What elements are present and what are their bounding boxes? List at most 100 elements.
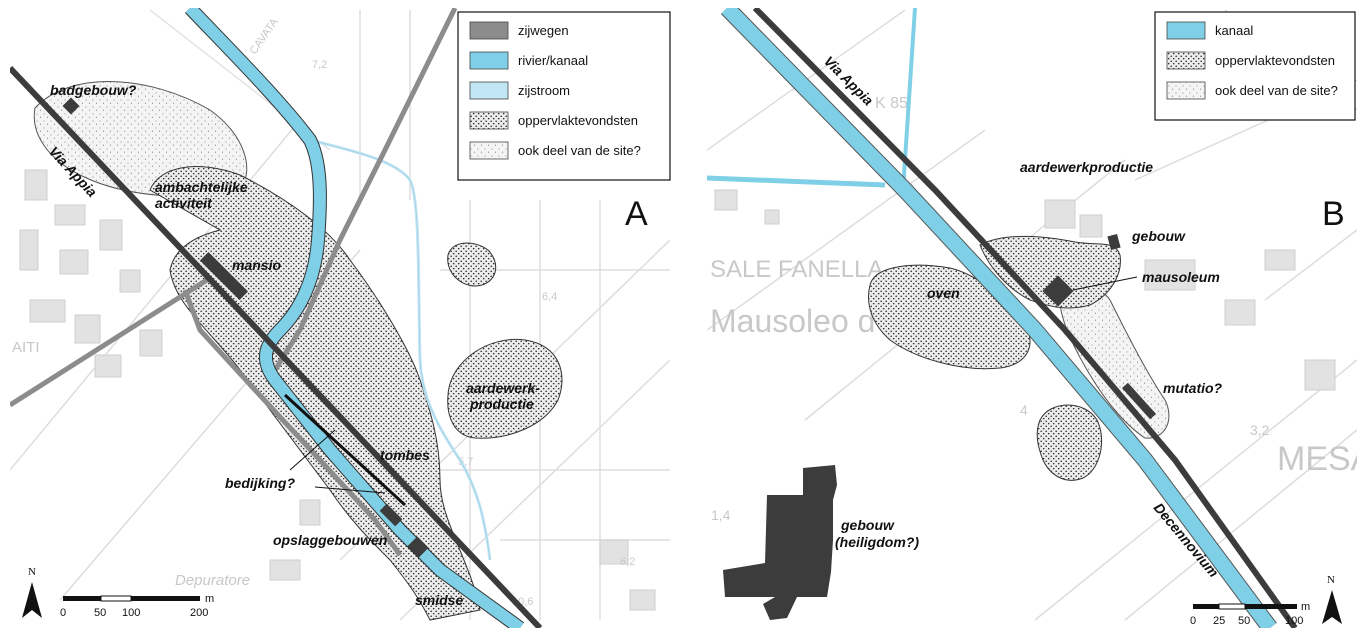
via-appia-road [10,65,543,628]
label-ambachtelijke: ambachtelijke [155,179,248,195]
label-mansio: mansio [232,257,281,273]
scale-tick-0: 0 [60,607,66,619]
legend-a: zijwegen rivier/kanaal zijstroom oppervlakt… [457,11,671,181]
cavata-label: CAVATA [248,16,282,57]
side-road-2 [10,275,212,408]
north-label-b: N [1327,574,1335,586]
side-road-3 [182,289,403,557]
leader-line-mausoleum [1072,276,1138,291]
spot-height-b3: 1,4 [711,507,731,523]
scale-tick-3: 200 [190,607,208,619]
mansio-building [199,251,249,301]
depuratore-label: Depuratore [175,572,250,589]
km-label: K 85 [875,95,908,112]
background-buildings [19,169,656,611]
map-a-svg: Depuratore AITI CAVATA 7,2 6,4 5,7 10,6 … [10,8,671,628]
legend-label: oppervlaktevondsten [1215,53,1335,68]
north-arrow-b: N [1322,574,1342,624]
legend-swatch [1166,21,1206,40]
label-bedijking: bedijking? [225,475,295,491]
legend-swatch [469,111,509,130]
leader-line-opslag [314,486,386,494]
scale-tick-b0: 0 [1190,615,1196,627]
scale-tick-b1: 25 [1213,615,1225,627]
scale-tick-2: 100 [122,607,140,619]
label-gebouw-heiligdom-2: (heiligdom?) [835,534,919,550]
side-stream-outline [309,139,491,561]
legend-swatch [469,21,509,40]
storage-building-2 [407,536,429,558]
legend-label: oppervlaktevondsten [518,113,638,128]
label-opslaggebouwen: opslaggebouwen [273,532,387,548]
scale-tick-1: 50 [94,607,106,619]
scale-tick-b3: 100 [1285,615,1303,627]
label-aardewerkproductie: aardewerkproductie [1020,159,1153,175]
label-activiteit: activiteit [155,195,213,211]
aiti-label: AITI [12,339,40,356]
scale-bar-b: 0 25 50 100 m [1190,601,1310,627]
legend-label: zijwegen [518,23,569,38]
legend-label: kanaal [1215,23,1253,38]
map-b-svg: SALE FANELLA Mausoleo d MESA K 85 3,2 4 … [707,8,1357,628]
label-badgebouw: badgebouw? [50,82,137,98]
spot-height-2: 6,4 [542,291,557,303]
label-aardewerk-2: productie [469,396,534,412]
surface-finds-south [1036,404,1103,481]
legend-swatch [1166,81,1206,100]
canal-main [721,8,1277,628]
north-label: N [28,566,36,578]
background-buildings-b [714,189,1336,391]
label-gebouw-heiligdom-1: gebouw [840,517,895,533]
bath-building [62,97,80,115]
storage-building-1 [379,503,403,527]
surface-finds-mausoleum [979,235,1121,309]
north-arrow-icon [22,582,42,618]
legend-swatch [469,51,509,70]
river-canal-fill [185,8,524,628]
spot-height-b2: 4 [1020,402,1028,418]
label-gebouw: gebouw [1131,228,1186,244]
sale-fanella-label: SALE FANELLA [710,256,883,283]
panel-letter-a: A [625,195,648,233]
legend-label: zijstroom [518,83,570,98]
surface-finds-blob-2 [447,338,563,439]
legend-swatch [469,141,509,160]
canal-west [707,175,886,188]
legend-label: ook deel van de site? [1215,83,1338,98]
mausoleum-building [1042,275,1074,307]
scale-unit: m [205,593,214,605]
panel-letter-b: B [1322,195,1345,233]
scale-unit-b: m [1301,601,1310,613]
mutatio-building [1121,382,1157,420]
sanctuary-building [723,465,837,620]
spot-height-1: 7,2 [312,59,327,71]
surface-finds-blob-1 [447,242,497,287]
spot-height-b1: 3,2 [1250,422,1270,438]
spot-height-5: 6,2 [620,556,635,568]
north-arrow-icon [1322,590,1342,624]
building-small [1107,233,1121,251]
leader-line-bedijking [289,429,336,471]
legend-swatch [469,81,509,100]
mesa-label: MESA [1277,440,1357,478]
label-mausoleum: mausoleum [1142,269,1220,285]
dike-line [283,393,407,507]
scale-tick-b2: 50 [1238,615,1250,627]
label-smidse: smidse [415,592,463,608]
legend-swatch [1166,51,1206,70]
via-appia-road-b [752,8,1298,628]
label-oven: oven [927,285,960,301]
map-panel-a: Depuratore AITI CAVATA 7,2 6,4 5,7 10,6 … [0,0,675,628]
legend-label: ook deel van de site? [518,143,641,158]
label-mutatio: mutatio? [1163,380,1223,396]
legend-b: kanaal oppervlaktevondsten ook deel van de… [1154,11,1356,121]
mausoleo-label: Mausoleo d [710,303,875,339]
north-arrow-a: N [22,566,42,618]
background-labels-b: SALE FANELLA Mausoleo d MESA K 85 3,2 4 … [710,95,1357,523]
map-panel-b: SALE FANELLA Mausoleo d MESA K 85 3,2 4 … [705,0,1357,628]
scale-bar-a: 0 50 100 200 m [60,593,214,619]
legend-label: rivier/kanaal [518,53,588,68]
label-aardewerk-1: aardewerk- [466,380,540,396]
label-tombes: tombes [380,447,430,463]
side-road-1 [272,8,458,372]
